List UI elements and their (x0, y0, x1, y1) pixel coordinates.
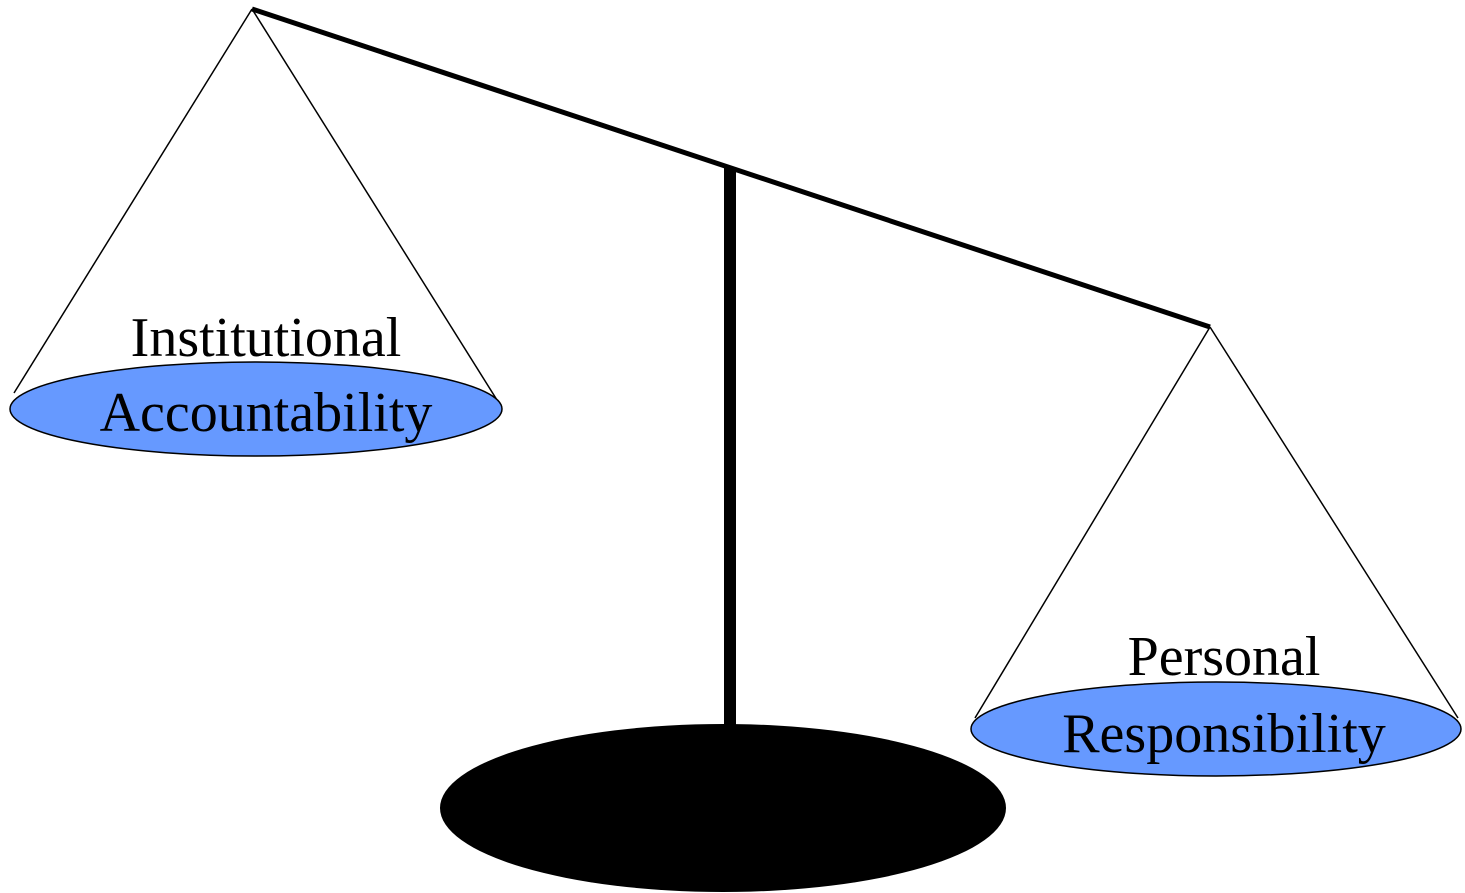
left-pan-label-line1: Institutional (131, 307, 402, 369)
scale-beam (251, 6, 1211, 330)
right-pan-label-line1: Personal (1128, 626, 1321, 688)
right-pan-label-line2: Responsibility (1062, 703, 1386, 765)
scale-base (440, 724, 1006, 892)
left-pan (9, 361, 503, 457)
left-pan-string-right (251, 8, 498, 401)
left-pan-string-left (13, 8, 253, 394)
right-pan-string-right (1209, 326, 1459, 719)
right-pan (970, 681, 1462, 777)
right-pan-string-left (974, 326, 1211, 719)
left-pan-label-line2: Accountability (100, 382, 433, 444)
